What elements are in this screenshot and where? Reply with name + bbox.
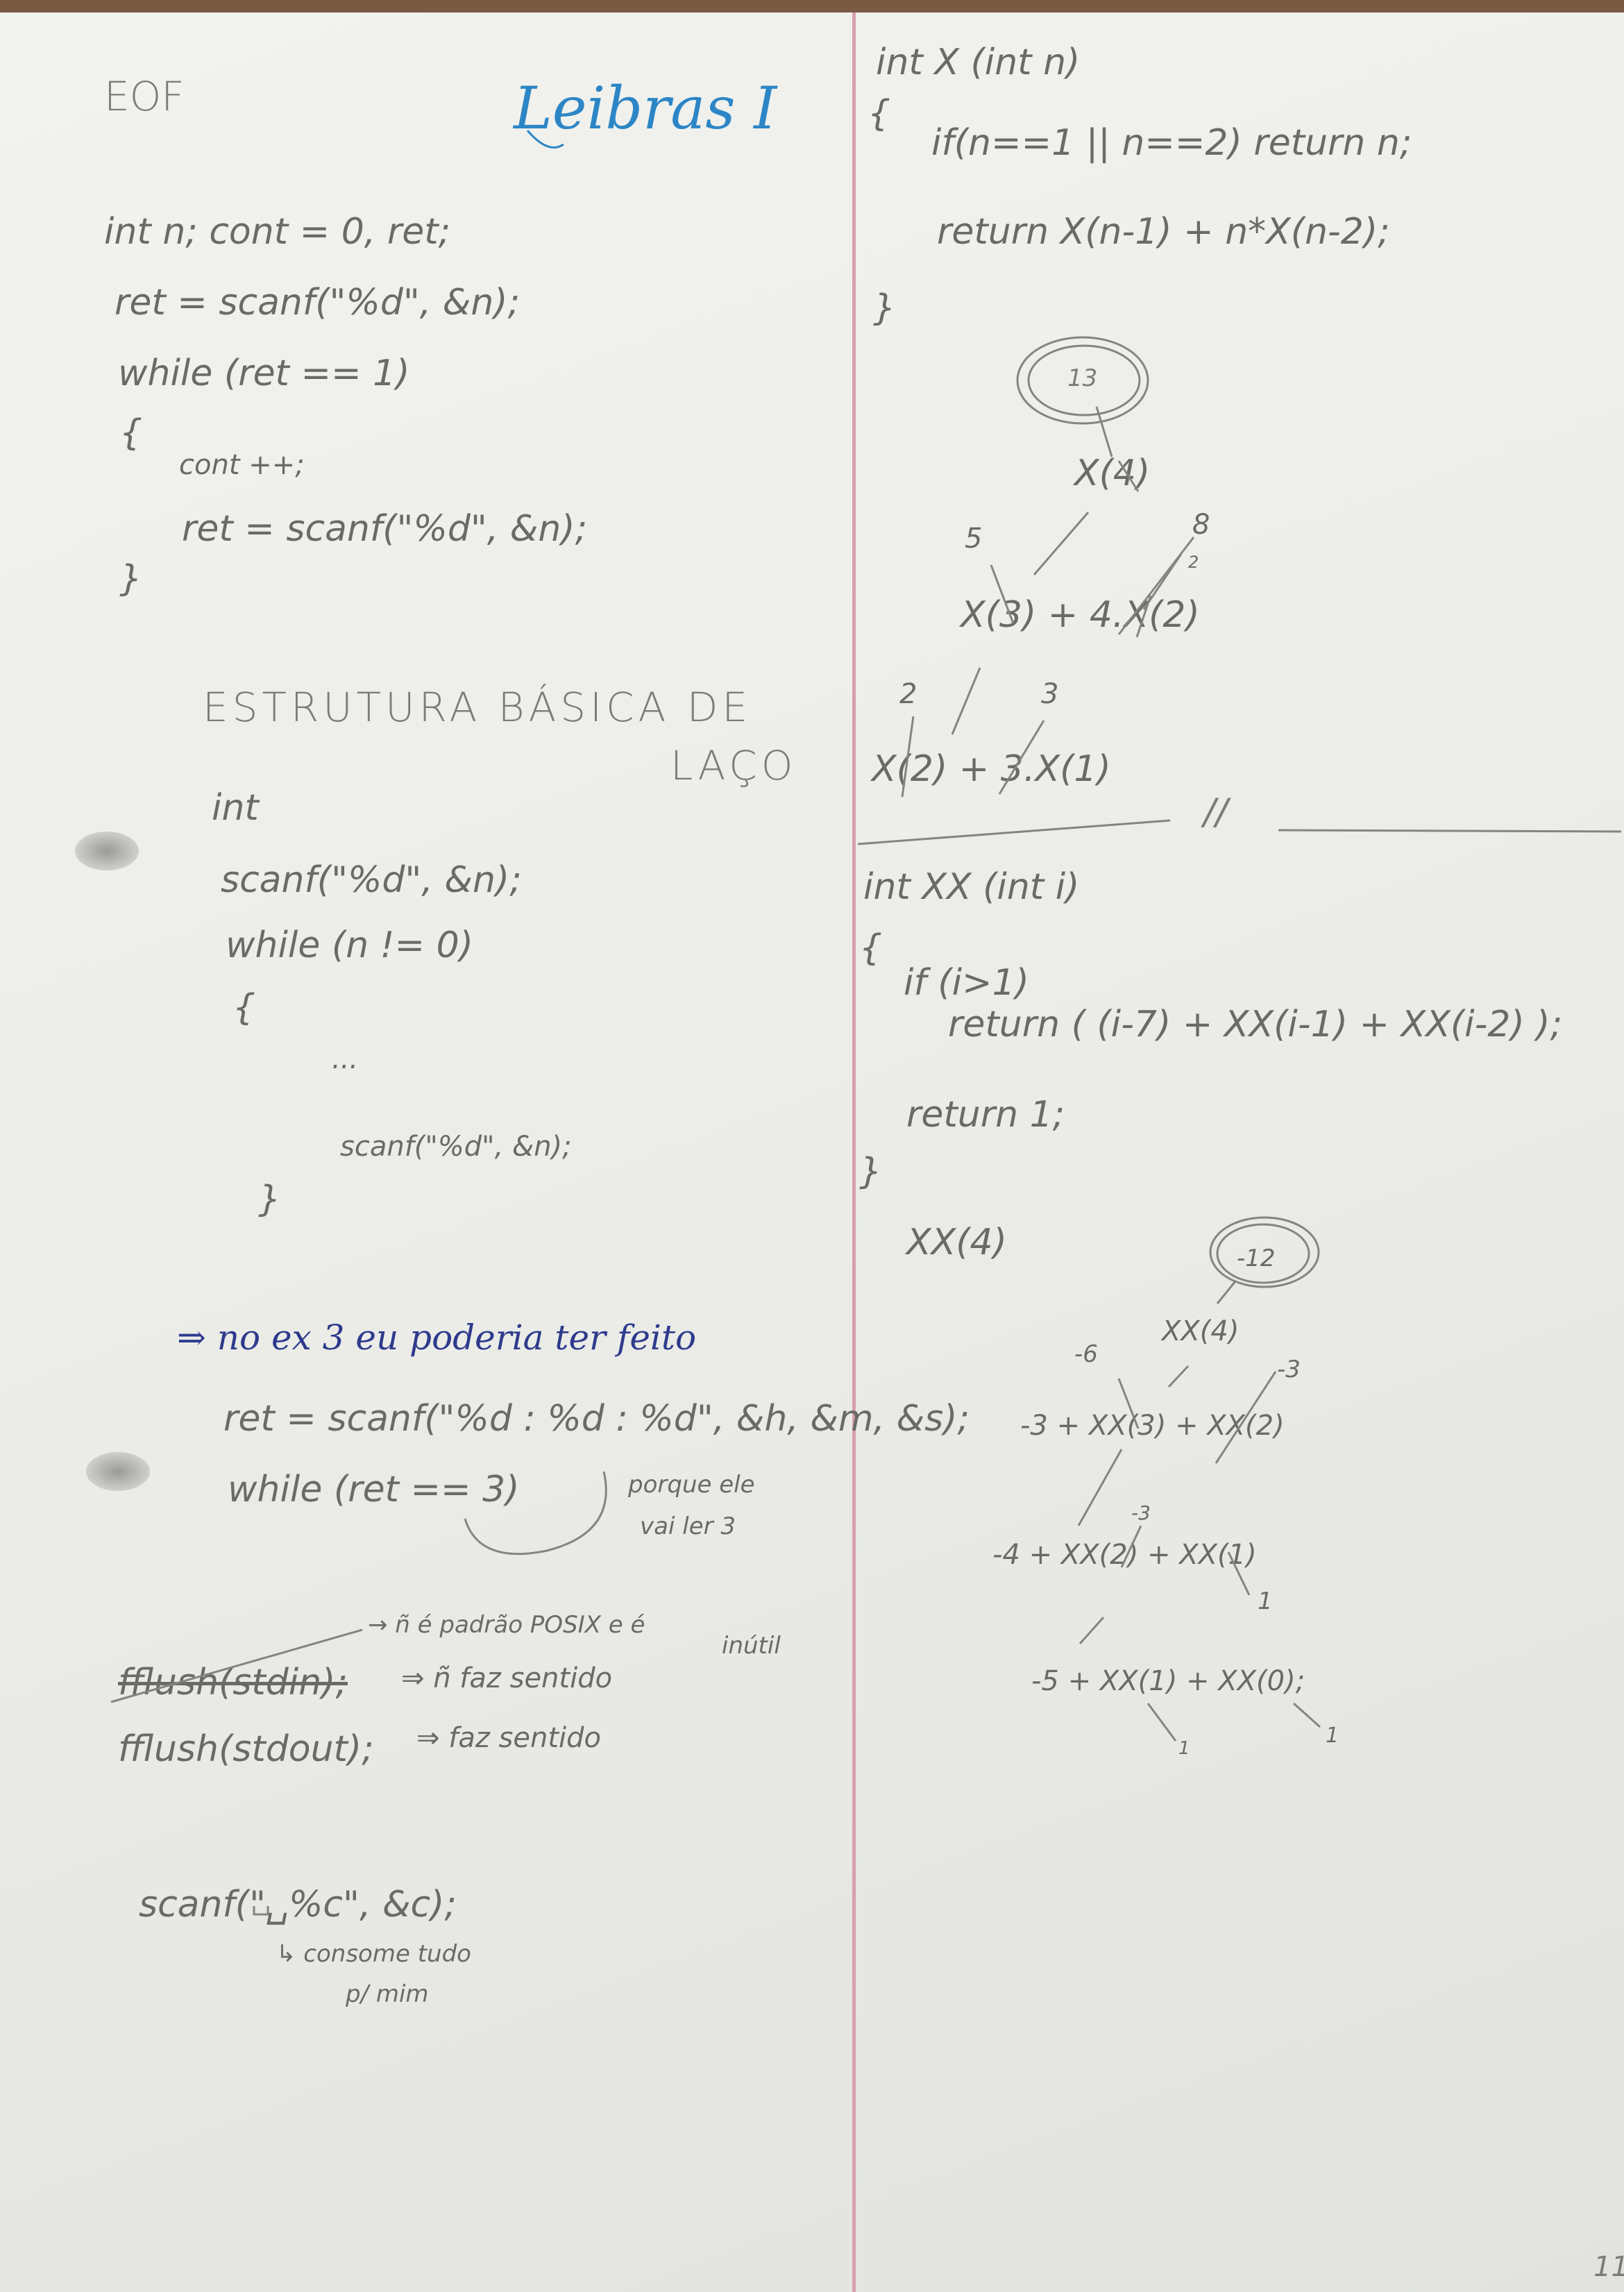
code-line: int XX (int i): [863, 866, 1080, 908]
tree-value: -6: [1074, 1340, 1098, 1368]
tree-value: 1: [1178, 1738, 1190, 1759]
margin-line: [852, 12, 856, 2292]
section-title: ESTRUTURA BÁSICA DE: [203, 684, 752, 731]
tree-level: -5 + XX(1) + XX(0);: [1031, 1665, 1305, 1697]
tree-value: -3: [1277, 1356, 1301, 1383]
fflush-stdout: fflush(stdout);: [118, 1728, 374, 1770]
posix-note: → ñ é padrão POSIX e é: [368, 1611, 645, 1639]
tree-value: 1: [1326, 1724, 1339, 1748]
tree-edge: [951, 667, 981, 735]
tree-edge: [1292, 1702, 1321, 1728]
porque-note-cont: vai ler 3: [640, 1512, 736, 1540]
tree-value: 3: [1041, 678, 1059, 710]
tree-edge: [1167, 1365, 1190, 1388]
fflush-stdin-note: ⇒ ñ faz sentido: [401, 1662, 613, 1694]
code-line: }: [859, 1151, 883, 1193]
tree-root: X(4): [1074, 453, 1151, 494]
inutil-note: inútil: [722, 1632, 781, 1660]
code-line: while (ret == 1): [118, 353, 410, 394]
xx-call: XX(4): [906, 1222, 1007, 1263]
code-line: if (i>1): [904, 962, 1029, 1004]
code-line: }: [873, 287, 897, 329]
code-line: while (n != 0): [226, 925, 473, 966]
code-line: ret = scanf("%d", &n);: [115, 282, 521, 323]
tree-edge: [1095, 406, 1113, 457]
tree-edge: [1079, 1616, 1105, 1645]
code-line: {: [232, 987, 256, 1029]
ret-scanf-line: ret = scanf("%d : %d : %d", &h, &m, &s);: [223, 1398, 970, 1440]
while-ret-line: while (ret == 3): [228, 1469, 520, 1510]
note-blue: ⇒ no ex 3 eu poderia ter feito: [177, 1317, 697, 1358]
code-line: return X(n-1) + n*X(n-2);: [937, 211, 1390, 253]
consome-note: ↳ consome tudo: [276, 1940, 471, 1968]
divider-line: [1278, 829, 1622, 833]
divider-line: [857, 819, 1171, 845]
tree-value: 1: [1258, 1587, 1273, 1615]
code-line: {: [119, 412, 143, 454]
divider-mark: //: [1203, 791, 1228, 833]
header-eof: EOF: [104, 73, 185, 120]
fflush-stdin: fflush(stdin);: [118, 1662, 348, 1703]
tree-level: -3 + XX(3) + XX(2): [1020, 1410, 1285, 1442]
code-line: int n; cont = 0, ret;: [104, 211, 451, 253]
tree-edge: [1033, 512, 1090, 575]
tree-edge: [1216, 1281, 1237, 1304]
tree-level: X(2) + 3.X(1): [872, 748, 1111, 790]
code-line: cont ++;: [179, 449, 305, 481]
scanf-char-line: scanf("␣%c", &c);: [139, 1884, 457, 1926]
tree-result: 13: [1067, 364, 1098, 392]
tree-level: -4 + XX(2) + XX(1): [992, 1539, 1257, 1571]
page-title: Leibras I: [514, 74, 777, 142]
tree-value: -3: [1131, 1501, 1151, 1524]
punch-hole-top: [75, 832, 139, 870]
tree-level: X(3) + 4.X(2): [961, 594, 1200, 636]
code-line: {: [868, 93, 891, 135]
code-line: {: [859, 927, 883, 969]
consome-note-cont: p/ mim: [346, 1980, 429, 2008]
page-number: 11: [1593, 2251, 1624, 2283]
tree-edge: [1147, 1703, 1177, 1742]
tree-result: -12: [1237, 1245, 1276, 1272]
tree-root: XX(4): [1162, 1315, 1240, 1347]
code-line: scanf("%d", &n);: [340, 1131, 572, 1163]
code-line: }: [119, 558, 143, 600]
section-title-cont: LAÇO: [670, 742, 797, 789]
code-line: int X (int n): [876, 42, 1081, 83]
code-line: if(n==1 || n==2) return n;: [931, 122, 1412, 164]
porque-note: porque ele: [628, 1471, 755, 1499]
tree-value: 5: [965, 523, 983, 555]
punch-hole-bottom: [86, 1452, 150, 1491]
notebook-page: EOF Leibras I int n; cont = 0, ret; ret …: [0, 12, 1624, 2292]
code-line: }: [258, 1179, 282, 1220]
fflush-stdout-note: ⇒ faz sentido: [416, 1722, 601, 1754]
tree-value: 2: [899, 678, 917, 710]
code-line: ...: [332, 1043, 359, 1075]
code-line: scanf("%d", &n);: [221, 859, 522, 901]
code-line: int: [212, 787, 259, 829]
code-line: ret = scanf("%d", &n);: [182, 508, 588, 550]
tree-value: 8: [1192, 509, 1210, 541]
code-line: return 1;: [906, 1094, 1065, 1136]
tree-edge: [1077, 1449, 1123, 1526]
code-line: return ( (i-7) + XX(i-1) + XX(i-2) );: [948, 1004, 1563, 1045]
tree-value: 2: [1188, 553, 1199, 572]
